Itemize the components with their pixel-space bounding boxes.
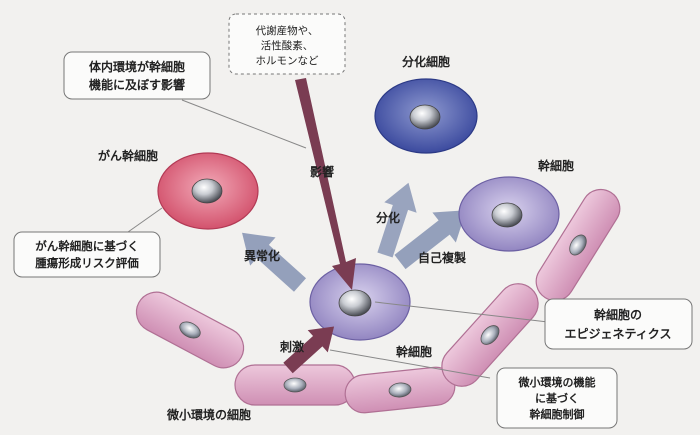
cancer-risk-line-2: 腫瘍形成リスク評価 bbox=[35, 256, 139, 270]
epigenetics-line-2: エピジェネティクス bbox=[565, 327, 672, 341]
metabolite-line-1: 代謝産物や、 bbox=[256, 24, 319, 37]
env-influence-line-1: 体内環境が幹細胞 bbox=[89, 59, 185, 74]
stem-cell-right-label: 幹細胞 bbox=[538, 158, 574, 173]
differentiated-cell bbox=[375, 79, 477, 153]
cancer-risk-line-1: がん幹細胞に基づく bbox=[35, 239, 139, 253]
abnormal-arrow-label: 異常化 bbox=[244, 248, 280, 263]
microenv-function-box: 微小環境の機能 に基づく 幹細胞制御 bbox=[497, 368, 617, 428]
microenv-cell bbox=[343, 365, 456, 414]
self-renewal-arrow-label: 自己複製 bbox=[418, 250, 467, 265]
epigenetics-line-1: 幹細胞の bbox=[594, 307, 642, 322]
influence-arrow-label: 影響 bbox=[310, 164, 334, 179]
microenv-box-line-3: 幹細胞制御 bbox=[530, 407, 585, 421]
cancer-risk-box: がん幹細胞に基づく 腫瘍形成リスク評価 bbox=[14, 232, 160, 277]
env-influence-box: 体内環境が幹細胞 機能に及ぼす影響 bbox=[64, 52, 210, 99]
env-influence-line-2: 機能に及ぼす影響 bbox=[89, 77, 185, 92]
cancer-stem-cell-label: がん幹細胞 bbox=[98, 148, 158, 163]
microenv-cell bbox=[129, 285, 250, 375]
differentiation-arrow-label: 分化 bbox=[376, 210, 400, 225]
differentiated-cell-label: 分化細胞 bbox=[402, 54, 450, 69]
metabolite-line-3: ホルモンなど bbox=[256, 55, 319, 67]
metabolite-box: 代謝産物や、 活性酸素、 ホルモンなど bbox=[229, 14, 345, 74]
cancer-stem-cell bbox=[158, 153, 258, 229]
stimulus-arrow-label: 刺激 bbox=[279, 339, 304, 354]
microenv-box-line-1: 微小環境の機能 bbox=[518, 375, 596, 389]
microenv-box-line-2: に基づく bbox=[535, 391, 579, 405]
metabolite-line-2: 活性酸素、 bbox=[261, 39, 314, 52]
stem-cell-center-label: 幹細胞 bbox=[396, 344, 432, 359]
stem-cell-right bbox=[459, 177, 559, 251]
epigenetics-box: 幹細胞の エピジェネティクス bbox=[545, 299, 692, 349]
microenv-cells-label: 微小環境の細胞 bbox=[166, 407, 251, 422]
influence-arrow bbox=[295, 78, 356, 290]
